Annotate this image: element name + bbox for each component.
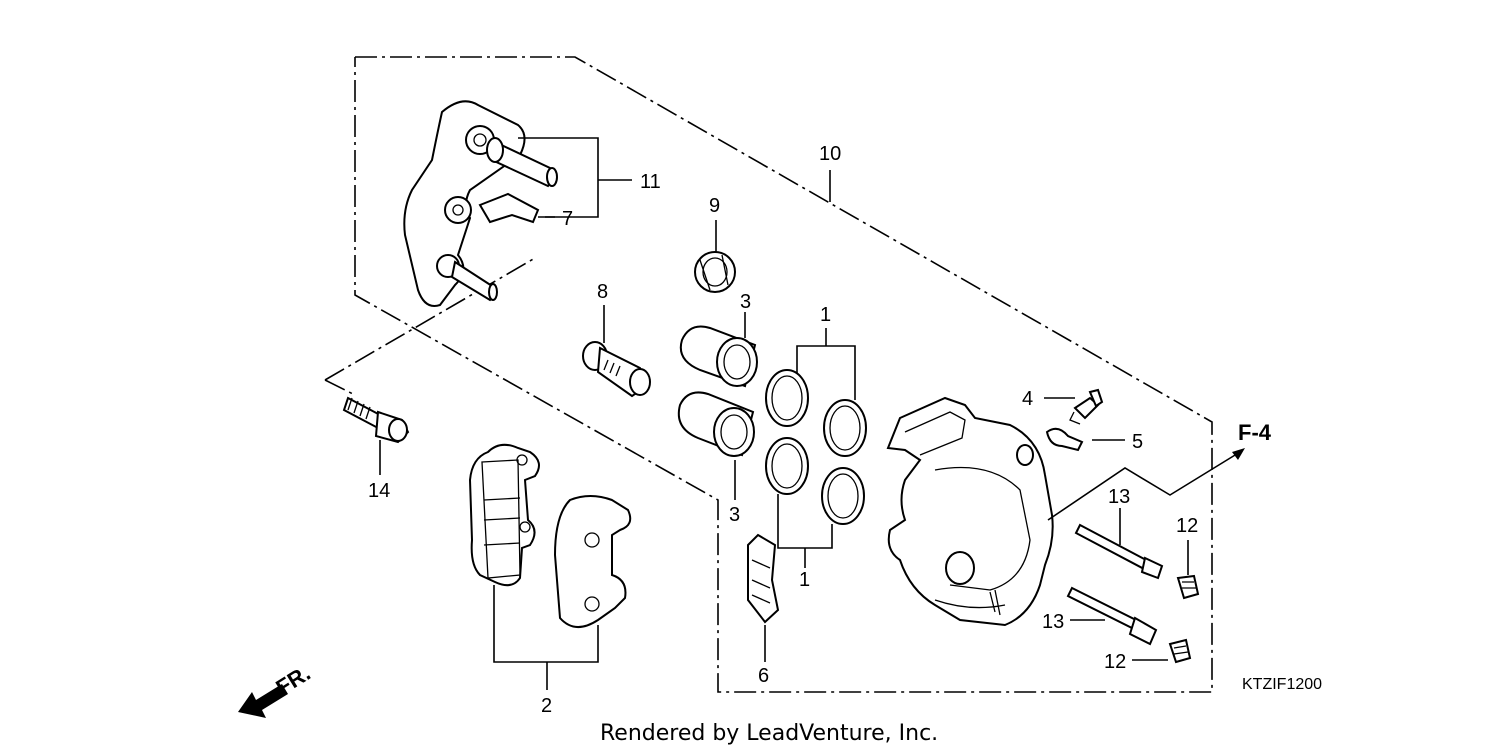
callout-7: 7 [562, 208, 573, 230]
caliper-pin-upper [1074, 523, 1164, 580]
reference-tag: F-4 [1238, 420, 1272, 445]
callout-12-upper: 12 [1176, 515, 1198, 537]
callout-13-upper: 13 [1108, 486, 1130, 508]
caliper-body [886, 396, 1054, 627]
bracket-pin-lower [450, 260, 498, 302]
callout-14: 14 [368, 480, 390, 502]
diagram-code: KTZIF1200 [1242, 676, 1322, 693]
callout-11: 11 [640, 171, 661, 193]
assembly-outline [324, 56, 1213, 693]
caliper-bracket [403, 100, 558, 307]
callout-12-lower: 12 [1104, 651, 1126, 673]
arrow-left-icon [238, 684, 288, 718]
piston-seals [765, 369, 867, 525]
credit-text: Rendered by LeadVenture, Inc. [600, 721, 938, 746]
front-direction-arrow: FR. [238, 660, 315, 718]
callout-5: 5 [1132, 431, 1143, 453]
bracket-pin-upper [486, 137, 558, 188]
callout-9: 9 [709, 195, 720, 217]
bleeder-cap [1045, 427, 1084, 452]
callout-8: 8 [597, 281, 608, 303]
brake-pad-outer [468, 443, 540, 587]
callout-6: 6 [758, 665, 769, 687]
callout-3-upper: 3 [740, 291, 751, 313]
slide-pin [582, 341, 651, 398]
callout-3-lower: 3 [729, 504, 740, 526]
bleeder-screw [1069, 388, 1104, 425]
piston-upper [679, 325, 758, 388]
callout-1-upper: 1 [820, 304, 831, 326]
flange-bolt [342, 396, 410, 444]
callout-1-lower: 1 [799, 569, 810, 591]
callout-13-lower: 13 [1042, 611, 1064, 633]
pad-retainer-clip [478, 192, 540, 224]
caliper-pin-lower [1066, 586, 1158, 646]
pin-plug-lower [1168, 638, 1192, 664]
pin-boot [694, 251, 736, 293]
callout-2: 2 [541, 695, 552, 717]
leader-lines [379, 137, 1245, 690]
pad-spring [747, 533, 780, 624]
callout-10: 10 [819, 143, 841, 165]
brake-pad-inner [553, 495, 632, 628]
callout-4: 4 [1022, 388, 1033, 410]
pin-plug-upper [1176, 574, 1200, 600]
piston-lower [677, 391, 755, 457]
